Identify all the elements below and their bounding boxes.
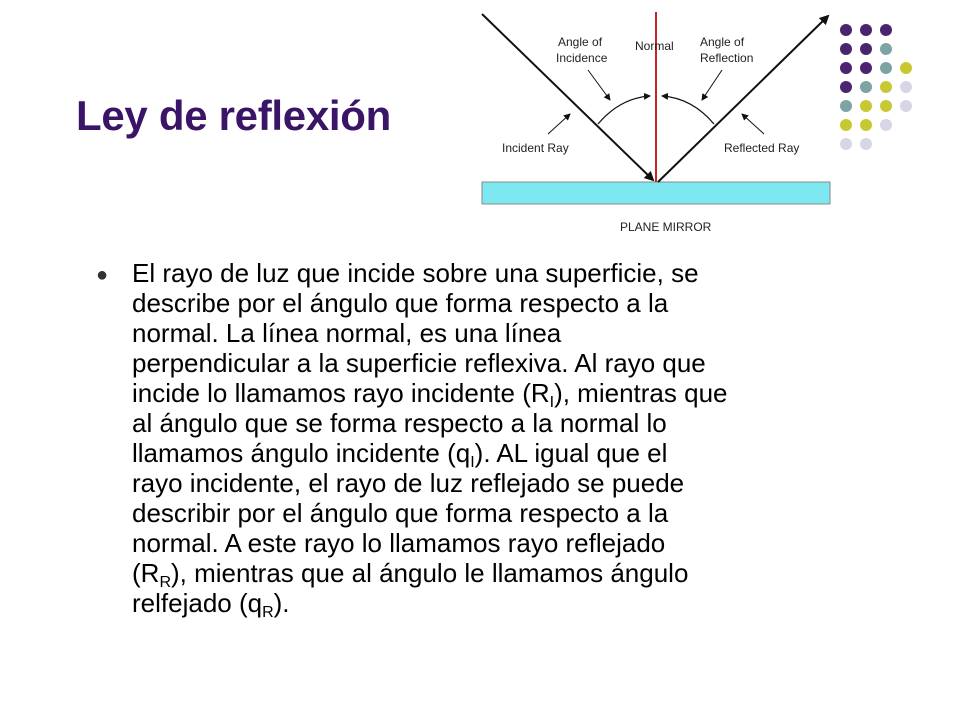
body-line: al ángulo que se forma respecto a la nor…	[132, 408, 667, 438]
reflection-pointer	[701, 69, 723, 101]
body-line-text: incide lo llamamos rayo incidente (R	[132, 378, 550, 408]
body-lines: El rayo de luz que incide sobre una supe…	[132, 258, 728, 621]
angle-of-incidence-label-line1: Angle of	[558, 35, 603, 49]
body-line-text: ). AL igual que el	[474, 438, 668, 468]
decorative-dot	[860, 43, 872, 55]
body-line: describe por el ángulo que forma respect…	[132, 288, 669, 318]
decorative-dot	[880, 24, 892, 36]
body-line: incide lo llamamos rayo incidente (RI), …	[132, 378, 728, 411]
subscript: R	[262, 604, 274, 621]
body-line-text: (R	[132, 558, 160, 588]
body-line-text: ).	[273, 588, 290, 618]
angle-of-reflection-label-line2: Reflection	[700, 51, 753, 65]
decorative-dot	[880, 62, 892, 74]
decorative-dot	[860, 119, 872, 131]
body-line-text: llamamos ángulo incidente (q	[132, 438, 471, 468]
decorative-dot	[880, 81, 892, 93]
reflected-ray-line	[657, 14, 830, 183]
decorative-dot	[840, 138, 852, 150]
decorative-dot	[860, 62, 872, 74]
body-line: (RR), mientras que al ángulo le llamamos…	[132, 558, 727, 591]
plane-mirror-label: PLANE MIRROR	[620, 220, 712, 234]
decorative-dot	[900, 100, 912, 112]
decorative-dot	[900, 81, 912, 93]
incident-ray-pointer	[547, 113, 571, 135]
body-line: relfejado (qR).	[132, 588, 727, 621]
incident-ray-label: Incident Ray	[502, 141, 569, 155]
subscript: I	[470, 454, 475, 471]
decorative-dot	[840, 119, 852, 131]
incidence-pointer	[587, 69, 611, 101]
decorative-dot	[860, 81, 872, 93]
decorative-dot	[860, 100, 872, 112]
decorative-dot	[840, 43, 852, 55]
subscript: I	[549, 394, 555, 411]
body-line-text: ), mientras que	[554, 378, 728, 408]
body-line: normal. A este rayo lo llamamos rayo ref…	[132, 528, 666, 558]
body-line: normal. La línea normal, es una línea	[132, 318, 562, 348]
angle-of-incidence-label-line2: Incidence	[556, 51, 608, 65]
decorative-dot-grid	[840, 24, 912, 150]
decorative-dot	[840, 100, 852, 112]
decorative-dot	[900, 62, 912, 74]
reflected-ray-label: Reflected Ray	[724, 141, 799, 155]
decorative-dot	[840, 81, 852, 93]
body-line: describir por el ángulo que forma respec…	[132, 498, 669, 528]
reflected-ray-pointer	[741, 113, 765, 135]
decorative-dot	[840, 62, 852, 74]
body-line: rayo incidente, el rayo de luz reflejado…	[132, 468, 685, 498]
body-line: El rayo de luz que incide sobre una supe…	[132, 258, 699, 288]
body-line: perpendicular a la superficie reflexiva.…	[132, 348, 706, 378]
decorative-dot	[860, 24, 872, 36]
angle-of-incidence-arc	[597, 92, 651, 125]
subscript: R	[159, 574, 171, 591]
decorative-dot	[840, 24, 852, 36]
bullet-icon: ●	[96, 264, 109, 286]
normal-label: Normal	[635, 39, 674, 53]
reflection-diagram: PLANE MIRROR Angle of Incidence Normal A…	[481, 12, 831, 234]
decorative-dot	[880, 43, 892, 55]
plane-mirror	[481, 181, 831, 205]
decorative-dot	[860, 138, 872, 150]
incident-ray-line	[481, 13, 655, 182]
decorative-dot	[880, 100, 892, 112]
angle-of-reflection-label-line1: Angle of	[700, 35, 745, 49]
body-line: llamamos ángulo incidente (qI). AL igual…	[132, 438, 727, 471]
body-line-text: ), mientras que al ángulo le llamamos án…	[171, 558, 689, 588]
angle-of-reflection-arc	[661, 92, 715, 125]
slide-title: Ley de reflexión	[76, 92, 391, 139]
body-line-text: relfejado (q	[132, 588, 263, 618]
decorative-dot	[880, 119, 892, 131]
